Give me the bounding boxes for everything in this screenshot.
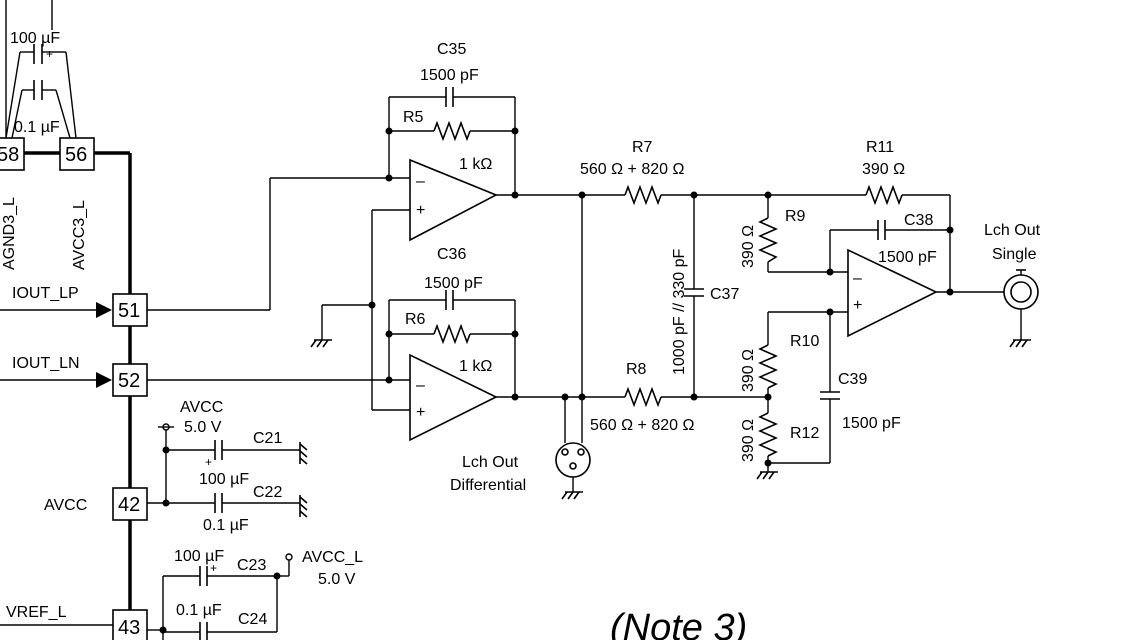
opamp2-minus: –	[416, 377, 425, 394]
c21-ref: C21	[253, 430, 282, 447]
r12-ref: R12	[790, 425, 819, 442]
c38-ref: C38	[904, 212, 933, 229]
supply-avcc-name: AVCC	[180, 399, 223, 416]
capacitor-0-1uf-top	[25, 80, 52, 100]
c37-value: 1000 pF // 330 pF	[671, 248, 688, 375]
r10-ref: R10	[790, 333, 819, 350]
c39-ref: C39	[838, 371, 867, 388]
r7-value: 560 Ω + 820 Ω	[580, 161, 684, 178]
r12-value: 390 Ω	[740, 419, 757, 462]
supply-avcc-l-voltage: 5.0 V	[318, 571, 356, 588]
r6-value: 1 kΩ	[459, 358, 492, 375]
c22-ref: C22	[253, 484, 282, 501]
c36-value: 1500 pF	[424, 275, 483, 292]
pin-56-number: 56	[65, 144, 87, 166]
avcc-decoupling-network: AVCC 5.0 V + C21 100 µF C22 0.1 µF	[147, 399, 308, 534]
capacitor-100uf-top: +	[25, 44, 53, 64]
pin-51-box	[112, 293, 148, 327]
c24-ref: C24	[238, 611, 267, 628]
opamp1-minus: –	[416, 173, 425, 190]
single-output: Lch Out Single	[984, 222, 1041, 348]
opamp3-plus: +	[853, 297, 862, 314]
c35-value: 1500 pF	[420, 67, 479, 84]
rca-connector-icon	[1003, 269, 1039, 348]
pin-51-number: 51	[118, 300, 140, 322]
svg-text:+: +	[205, 455, 212, 469]
pin-52-number: 52	[118, 370, 140, 392]
opamp2-plus: +	[416, 404, 425, 421]
pin-label-avcc: AVCC	[44, 497, 87, 514]
top-decoupling-network: + 100 µF 0.1 µF	[5, 0, 77, 139]
pin-56-box	[59, 137, 95, 171]
pin-label-avcc3-l: AVCC3_L	[71, 200, 88, 270]
svg-text:+: +	[46, 47, 53, 61]
pin-label-agnd3-l: AGND3_L	[1, 197, 18, 270]
c38-value: 1500 pF	[878, 249, 937, 266]
r8-value: 560 Ω + 820 Ω	[590, 417, 694, 434]
opamp3-minus: –	[853, 270, 862, 287]
diff-amp-stage: R9 390 Ω R11 390 Ω C38 1500 pF – + R10 3…	[740, 139, 1004, 480]
r8-ref: R8	[626, 361, 647, 378]
single-output-label-2: Single	[992, 246, 1037, 263]
input-wiring	[147, 174, 410, 411]
single-output-label-1: Lch Out	[984, 222, 1041, 239]
pin-label-iout-lp: IOUT_LP	[12, 285, 79, 302]
supply-avcc-l-name: AVCC_L	[302, 549, 363, 566]
c23-value: 100 µF	[174, 548, 224, 565]
c24-value: 0.1 µF	[176, 602, 222, 619]
diff-output-label-1: Lch Out	[462, 454, 519, 471]
pin-58-box	[0, 137, 25, 171]
pin-58-number: 58	[0, 144, 19, 166]
r11-ref: R11	[866, 139, 894, 156]
c39-value: 1500 pF	[842, 415, 901, 432]
r5-value: 1 kΩ	[459, 156, 492, 173]
r10-value: 390 Ω	[740, 349, 757, 392]
pin-label-iout-ln: IOUT_LN	[12, 355, 80, 372]
pin-43-number: 43	[118, 617, 140, 639]
c23-ref: C23	[237, 557, 266, 574]
xlr-connector-icon	[555, 442, 591, 500]
c37-ref: C37	[710, 286, 739, 303]
opamp1-plus: +	[416, 202, 425, 219]
c21-value: 100 µF	[199, 471, 249, 488]
r7-ref: R7	[632, 139, 653, 156]
differential-filter: R7 560 Ω + 820 Ω R8 560 Ω + 820 Ω C37 10…	[450, 139, 772, 500]
opamp-iv-top: – + C35 1500 pF R5 1 kΩ	[385, 41, 519, 242]
r9-ref: R9	[785, 208, 806, 225]
ic-pin-column: 58 56 AGND3_L AVCC3_L IOUT_LP 51 IOUT_LN…	[0, 137, 148, 640]
cap-top-bulk-value: 100 µF	[10, 30, 60, 47]
supply-avcc-voltage: 5.0 V	[184, 419, 222, 436]
pin-label-vref-l: VREF_L	[6, 604, 67, 621]
r9-value: 390 Ω	[740, 225, 757, 268]
vref-decoupling-network: + 100 µF C23 AVCC_L 5.0 V 0.1 µF C24	[147, 548, 363, 640]
pin-42-box	[112, 487, 148, 521]
cap-top-bypass-value: 0.1 µF	[14, 119, 60, 136]
svg-text:+: +	[210, 561, 217, 575]
c36-ref: C36	[437, 246, 466, 263]
r5-ref: R5	[403, 109, 424, 126]
pin-42-number: 42	[118, 494, 140, 516]
c35-ref: C35	[437, 41, 466, 58]
c22-value: 0.1 µF	[203, 517, 249, 534]
opamp-iv-bottom: – + C36 1500 pF R6 1 kΩ	[385, 246, 519, 442]
r6-ref: R6	[405, 311, 426, 328]
r11-value: 390 Ω	[862, 161, 905, 178]
note-label: (Note 3)	[610, 607, 747, 640]
diff-output-label-2: Differential	[450, 477, 526, 494]
pin-43-box	[112, 609, 148, 640]
